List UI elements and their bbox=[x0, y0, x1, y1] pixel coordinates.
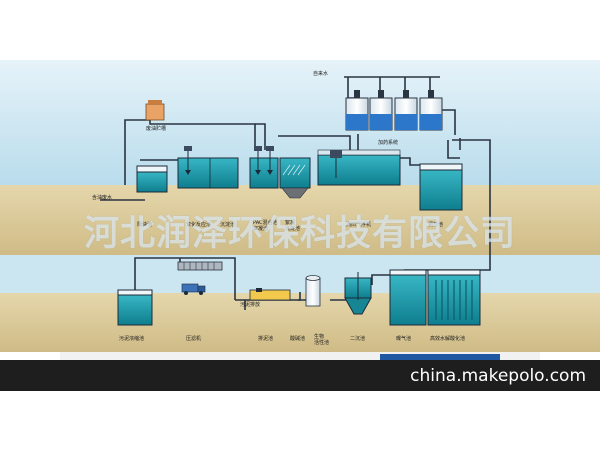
company-watermark: 河北润泽环保科技有限公司 bbox=[84, 214, 517, 254]
label-coagulation: 絮化反应池 bbox=[186, 222, 212, 228]
lower-ground bbox=[0, 293, 600, 352]
label-tap-water: 自来水 bbox=[313, 71, 329, 77]
secondary-settling-tank bbox=[344, 272, 372, 315]
label-acid-tank: 酸碱池 bbox=[290, 336, 306, 342]
filter-press-machine bbox=[177, 261, 223, 271]
label-hydrolysis-tank: 高效水解酸化池 bbox=[430, 336, 466, 342]
coagulation-tank bbox=[177, 146, 239, 189]
sludge-truck-icon bbox=[181, 283, 206, 295]
hydrolysis-tank bbox=[427, 269, 481, 326]
sludge-concentration-tank bbox=[117, 289, 153, 326]
label-sludge-tank: 污泥浓缩池 bbox=[119, 336, 145, 342]
brand-logo-strip bbox=[380, 354, 500, 360]
aeration-tank bbox=[389, 269, 427, 326]
footer-strip bbox=[60, 352, 540, 360]
lower-sky-band bbox=[0, 255, 600, 293]
dosing-system-tanks bbox=[345, 90, 443, 131]
waste-oil-tank bbox=[145, 100, 165, 121]
label-sludge-discharge: 污泥排放 bbox=[240, 302, 261, 308]
label-pac-mixing: PAC混合池 絮凝池 bbox=[253, 220, 278, 232]
label-bio-tank: 生物 活性池 bbox=[314, 334, 330, 346]
label-drain-tank: 排泥池 bbox=[258, 336, 274, 342]
label-waste-oil-water: 含油废水 bbox=[92, 195, 113, 201]
label-oil-separator: 隔油池 bbox=[137, 222, 153, 228]
footer-bar bbox=[0, 360, 600, 391]
footer-site-text: china.makepolo.com bbox=[410, 366, 586, 386]
label-flocculation: 絮凝 沉淀池 bbox=[285, 220, 301, 232]
label-air-flotation: 涡凹气浮机 bbox=[346, 222, 372, 228]
label-dosing-system: 加药系统 bbox=[378, 140, 399, 146]
acid-tank bbox=[305, 275, 321, 307]
label-filter-press: 压滤机 bbox=[186, 336, 202, 342]
pac-mixing-tank bbox=[249, 146, 279, 189]
label-aeration-tank: 曝气池 bbox=[396, 336, 412, 342]
air-flotation-machine bbox=[317, 149, 401, 186]
label-waste-oil-tank: 废油贮槽 bbox=[146, 126, 167, 132]
flocculation-sedimentation-tank bbox=[279, 157, 311, 199]
label-sedimentation: 沉淀池 bbox=[220, 222, 236, 228]
regulating-tank bbox=[419, 163, 463, 211]
drain-tank bbox=[249, 288, 291, 301]
oil-separator-tank bbox=[136, 165, 168, 193]
label-regulating-tank: 调节池 bbox=[428, 222, 444, 228]
label-secondary-settling: 二沉池 bbox=[350, 336, 366, 342]
